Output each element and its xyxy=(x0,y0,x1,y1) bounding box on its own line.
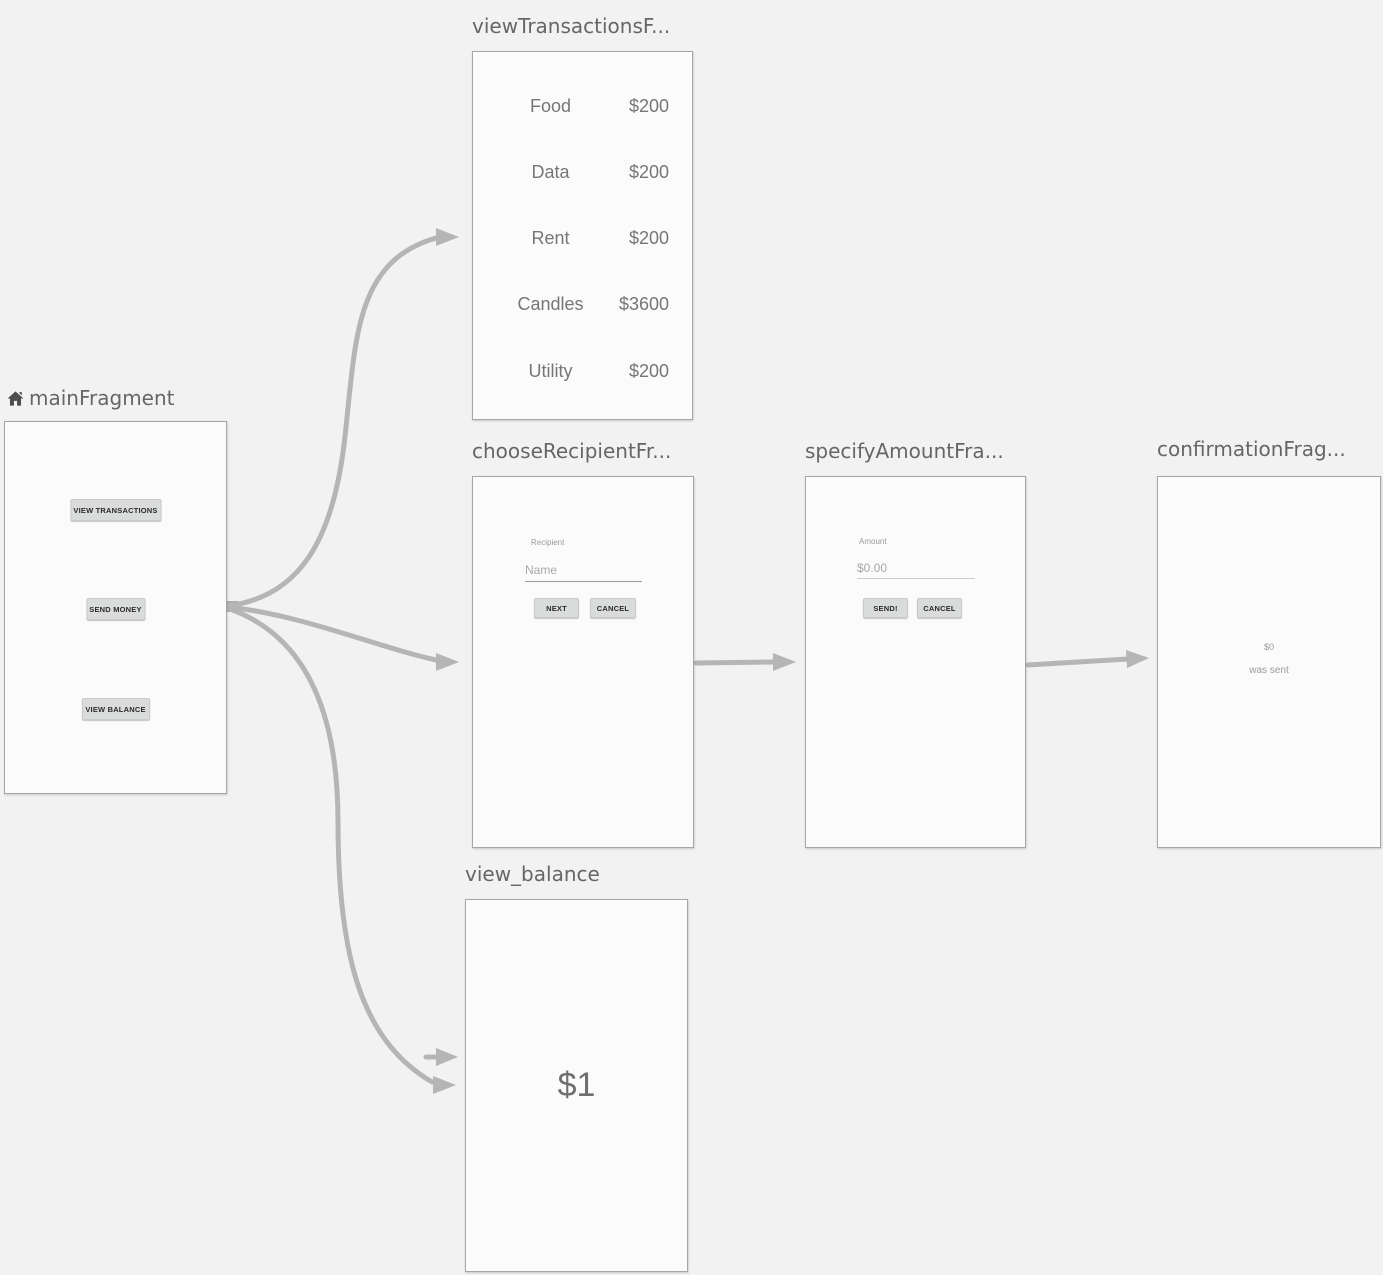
transaction-amount: $200 xyxy=(628,95,669,116)
arrowhead-send-money xyxy=(436,653,459,671)
fragment-title-label: viewTransactionsF... xyxy=(472,14,671,38)
fragment-title-main: mainFragment xyxy=(6,386,175,410)
amount-field-label: Amount xyxy=(859,537,887,546)
view-balance-button[interactable]: VIEW BALANCE xyxy=(81,698,150,720)
fragment-card-view-transactions[interactable]: Food $200 Data $200 Rent $200 Candles $3… xyxy=(472,51,693,420)
fragment-title-confirmation: confirmationFrag... xyxy=(1157,437,1346,461)
transaction-row: Data $200 xyxy=(473,158,692,186)
recipient-name-input[interactable]: Name xyxy=(525,563,558,577)
action-arrow-send[interactable] xyxy=(1025,656,1131,668)
view-transactions-button[interactable]: VIEW TRANSACTIONS xyxy=(70,499,161,521)
fragment-title-label: confirmationFrag... xyxy=(1157,437,1346,461)
cancel-button[interactable]: CANCEL xyxy=(590,598,636,618)
amount-input-underline xyxy=(857,578,975,579)
balance-amount-text: $1 xyxy=(557,1066,596,1104)
fragment-title-label: specifyAmountFra... xyxy=(805,439,1004,463)
send-button[interactable]: SEND! xyxy=(863,598,908,618)
transaction-label: Data xyxy=(531,161,570,182)
send-money-button[interactable]: SEND MONEY xyxy=(86,598,145,620)
recipient-field-label: Recipient xyxy=(531,538,565,547)
fragment-title-specify-amount: specifyAmountFra... xyxy=(805,439,1004,463)
action-arrow-view-transactions[interactable] xyxy=(224,235,439,609)
transaction-amount: $200 xyxy=(628,161,669,182)
transaction-amount: $200 xyxy=(628,360,669,381)
transaction-label: Candles xyxy=(517,293,584,314)
next-button[interactable]: NEXT xyxy=(534,598,579,618)
transaction-row: Utility $200 xyxy=(473,357,692,385)
action-arrow-send-money[interactable] xyxy=(224,604,439,663)
transaction-row: Rent $200 xyxy=(473,224,692,252)
transaction-row: Food $200 xyxy=(473,92,692,120)
transaction-amount: $200 xyxy=(628,227,669,248)
fragment-card-view-balance[interactable]: $1 xyxy=(465,899,688,1272)
cancel-button[interactable]: CANCEL xyxy=(917,598,962,618)
fragment-card-confirmation[interactable]: $0 was sent xyxy=(1157,476,1381,848)
fragment-card-main[interactable]: VIEW TRANSACTIONS SEND MONEY VIEW BALANC… xyxy=(4,421,227,794)
fragment-title-choose-recipient: chooseRecipientFr... xyxy=(472,439,671,463)
amount-input[interactable]: $0.00 xyxy=(857,561,888,575)
fragment-card-choose-recipient[interactable]: Recipient Name NEXT CANCEL xyxy=(472,476,694,848)
fragment-title-label: chooseRecipientFr... xyxy=(472,439,672,463)
action-arrow-next[interactable] xyxy=(693,659,779,666)
arrowhead-view-balance xyxy=(433,1076,456,1094)
confirmation-message-text: was sent xyxy=(1249,665,1289,676)
arrowhead-view-balance-stub xyxy=(436,1048,458,1066)
home-icon xyxy=(7,390,24,406)
transaction-row: Candles $3600 xyxy=(473,290,692,318)
arrowhead-view-transactions xyxy=(436,228,459,246)
fragment-title-label: mainFragment xyxy=(29,386,175,410)
fragment-title-view-transactions: viewTransactionsF... xyxy=(472,14,670,38)
transaction-label: Food xyxy=(529,95,572,116)
fragment-card-specify-amount[interactable]: Amount $0.00 SEND! CANCEL xyxy=(805,476,1026,848)
arrowhead-send xyxy=(1126,650,1149,668)
fragment-title-label: view_balance xyxy=(465,862,600,886)
transaction-amount: $3600 xyxy=(618,293,669,314)
arrowhead-next xyxy=(773,653,796,671)
action-arrow-view-balance[interactable] xyxy=(224,605,435,1085)
transaction-label: Rent xyxy=(531,227,570,248)
transaction-label: Utility xyxy=(528,360,573,381)
recipient-input-underline xyxy=(525,581,642,582)
confirmation-amount-text: $0 xyxy=(1263,642,1274,652)
fragment-title-view-balance: view_balance xyxy=(465,862,600,886)
